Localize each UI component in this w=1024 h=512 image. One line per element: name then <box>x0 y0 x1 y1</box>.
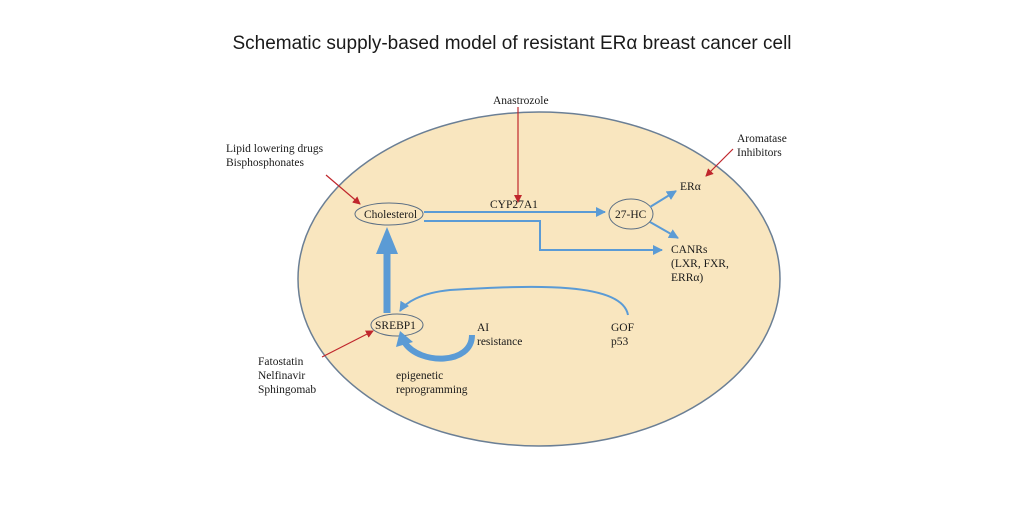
aromatase-label: Aromatase Inhibitors <box>737 133 790 159</box>
27hc-to-era-arrow <box>649 190 677 208</box>
srebp-inhibitors-arrow <box>321 330 374 358</box>
anastrozole-label: Anastrozole <box>493 95 549 107</box>
gof-p53-feedback-arc <box>399 285 629 316</box>
cholesterol-label: Cholesterol <box>364 209 417 221</box>
epigenetic-loop-arrow <box>402 334 475 362</box>
diagram-title: Schematic supply-based model of resistan… <box>232 33 792 54</box>
srebp1-label: SREBP1 <box>375 320 416 332</box>
cholesterol-to-canrs-arrow <box>424 220 663 255</box>
gof-p53-label: GOF p53 <box>611 322 637 348</box>
era-label: ERα <box>680 181 701 193</box>
cholesterol-node <box>354 202 424 226</box>
cyp27a1-label: CYP27A1 <box>490 199 538 211</box>
canrs-label: CANRs (LXR, FXR, ERRα) <box>671 244 732 284</box>
27hc-to-canrs-arrow <box>649 221 679 239</box>
srebp1-to-cholesterol-head <box>376 227 398 254</box>
27hc-node <box>608 198 654 230</box>
lipid-drugs-label: Lipid lowering drugs Bisphosphonates <box>226 143 326 169</box>
srebp-inhibitors-label: Fatostatin Nelfinavir Sphingomab <box>258 356 316 396</box>
aromatase-arrow <box>705 148 734 177</box>
ai-resistance-label: AI resistance <box>477 322 522 348</box>
lipid-drugs-arrow <box>325 174 361 205</box>
epigenetic-label: epigenetic reprogramming <box>396 370 468 396</box>
epigenetic-loop-arrowhead <box>396 331 413 347</box>
27hc-label: 27-HC <box>615 209 647 221</box>
srebp1-node <box>370 313 424 337</box>
cell-membrane <box>297 111 781 447</box>
